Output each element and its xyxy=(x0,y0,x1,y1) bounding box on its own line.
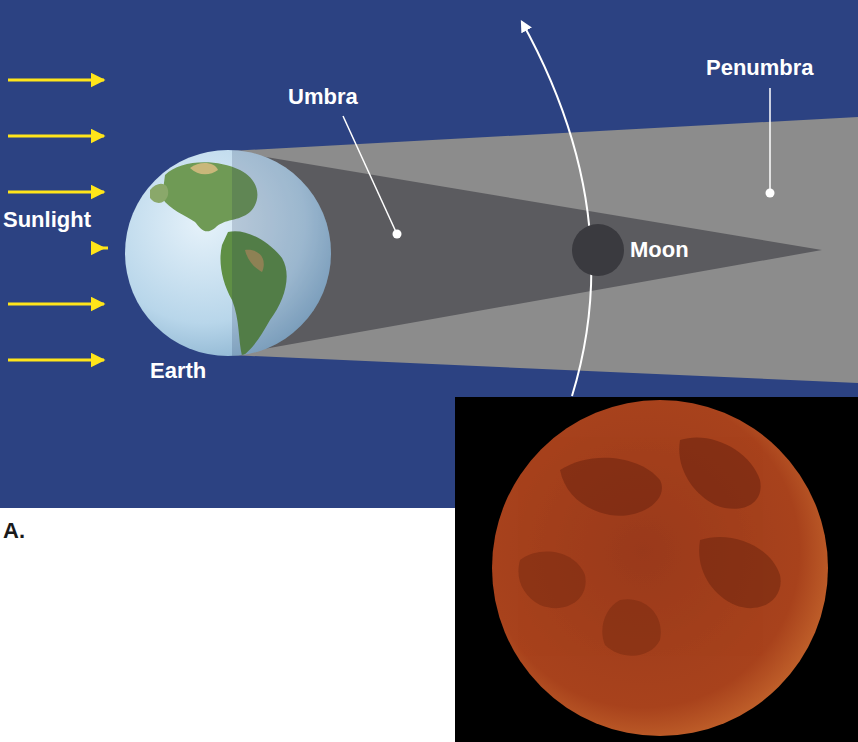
penumbra-shadow xyxy=(230,117,858,383)
orbit-arrow xyxy=(522,22,591,396)
light-label: Sunlight xyxy=(3,207,91,233)
blood-moon-photo xyxy=(455,397,858,742)
earth-globe xyxy=(125,140,342,370)
region-label: Umbra xyxy=(288,84,358,110)
body-label: Moon xyxy=(630,237,689,263)
moon-disc xyxy=(572,224,624,276)
body-label: Earth xyxy=(150,358,206,384)
leader-lines xyxy=(343,88,775,239)
region-label: Penumbra xyxy=(706,55,814,81)
panel-letter: A. xyxy=(3,518,25,544)
